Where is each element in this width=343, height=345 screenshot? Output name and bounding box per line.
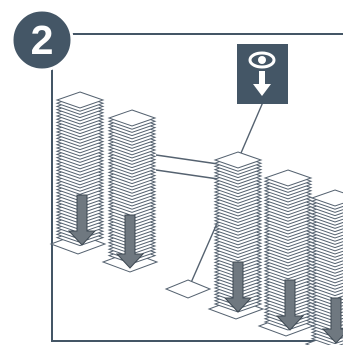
page-stack — [207, 151, 265, 320]
single-page-sheet — [164, 279, 212, 299]
page-stacks — [49, 91, 343, 345]
down-arrow-icon — [223, 261, 253, 313]
down-arrow-icon — [67, 194, 97, 246]
page-stack — [49, 91, 107, 255]
eye-down-arrow-icon — [237, 44, 288, 104]
step-number: 2 — [31, 17, 54, 63]
page-stack — [304, 189, 343, 345]
eye-outline — [248, 51, 276, 69]
frame-left-bottom-edge — [51, 58, 343, 342]
eye-pupil — [258, 56, 266, 64]
connector-line — [155, 154, 226, 166]
step-number-badge: 2 — [10, 8, 74, 72]
panel-frame — [51, 33, 343, 342]
down-arrow-icon — [275, 279, 305, 331]
down-arrow-glyph — [253, 71, 271, 96]
connector-line — [155, 169, 226, 181]
connector-line — [237, 101, 264, 161]
down-arrow-icon — [115, 214, 145, 269]
page-stack — [101, 109, 159, 273]
page-stack — [257, 169, 315, 337]
